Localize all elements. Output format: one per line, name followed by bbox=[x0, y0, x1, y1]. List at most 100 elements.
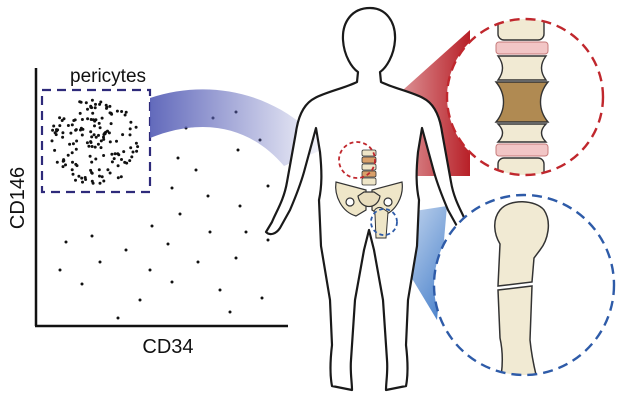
cell-dot bbox=[58, 116, 62, 120]
cell-dot bbox=[116, 164, 120, 168]
cell-dot bbox=[80, 118, 84, 121]
cell-dot bbox=[80, 176, 84, 180]
cell-dot bbox=[108, 140, 112, 144]
cell-dot bbox=[80, 282, 84, 286]
femur-zoom bbox=[432, 193, 616, 377]
cell-dot bbox=[90, 98, 94, 102]
cell-dot bbox=[99, 100, 103, 104]
cell-dot bbox=[62, 117, 66, 121]
cell-dot bbox=[119, 175, 123, 179]
blue-zoom-circle bbox=[432, 193, 616, 377]
cell-dot bbox=[86, 117, 90, 121]
cell-dot bbox=[228, 310, 232, 314]
cell-dot bbox=[71, 160, 74, 164]
cell-dot bbox=[113, 152, 117, 156]
cell-dot bbox=[97, 121, 101, 125]
cell-dot bbox=[90, 234, 94, 238]
cell-dot bbox=[131, 150, 135, 154]
gated-cells bbox=[50, 98, 140, 185]
cell-dot bbox=[50, 139, 54, 143]
cell-dot bbox=[260, 296, 264, 300]
cell-dot bbox=[72, 119, 76, 122]
cell-dot bbox=[79, 100, 83, 104]
cell-dot bbox=[86, 107, 89, 111]
cell-dot bbox=[234, 256, 238, 260]
cell-dot bbox=[53, 131, 57, 135]
cell-dot bbox=[94, 102, 97, 106]
cell-dot bbox=[218, 288, 222, 292]
cell-dot bbox=[124, 110, 128, 114]
cell-dot bbox=[58, 124, 62, 128]
spine-zoom bbox=[445, 17, 605, 177]
cell-dot bbox=[124, 248, 128, 252]
cell-dot bbox=[108, 171, 112, 175]
cell-dot bbox=[170, 280, 174, 284]
cell-dot bbox=[134, 125, 138, 129]
cell-dot bbox=[266, 184, 270, 188]
x-axis-label: CD34 bbox=[142, 336, 193, 358]
cell-dot bbox=[55, 160, 59, 164]
cell-dot bbox=[110, 160, 114, 164]
cell-dot bbox=[244, 230, 248, 234]
cell-dot bbox=[93, 124, 96, 128]
cell-dot bbox=[134, 141, 138, 145]
cell-dot bbox=[238, 204, 242, 208]
cell-dot bbox=[64, 240, 68, 244]
cell-dot bbox=[61, 135, 65, 139]
cell-dot bbox=[112, 157, 116, 161]
cell-dot bbox=[88, 154, 92, 158]
cell-dot bbox=[104, 103, 108, 107]
cell-dot bbox=[116, 176, 120, 180]
cell-dot bbox=[90, 171, 94, 175]
cell-dot bbox=[70, 151, 74, 155]
cell-dot bbox=[125, 161, 129, 165]
cell-dot bbox=[150, 224, 154, 228]
cell-dot bbox=[129, 120, 133, 124]
cell-dot bbox=[62, 158, 66, 162]
cell-dot bbox=[71, 142, 75, 146]
cell-dot bbox=[130, 155, 134, 159]
cell-dot bbox=[92, 133, 96, 137]
cell-dot bbox=[85, 141, 89, 145]
cell-dot bbox=[91, 111, 95, 115]
cell-dot bbox=[81, 180, 84, 184]
cell-dot bbox=[178, 212, 182, 216]
cell-dot bbox=[98, 102, 102, 106]
cell-dot bbox=[108, 104, 112, 108]
cell-dot bbox=[138, 298, 142, 302]
cell-dot bbox=[66, 153, 70, 157]
cell-dot bbox=[110, 152, 114, 156]
cell-dot bbox=[196, 260, 200, 264]
cell-dot bbox=[97, 168, 101, 172]
cell-dot bbox=[102, 135, 105, 139]
cell-dot bbox=[84, 101, 88, 105]
cell-dot bbox=[110, 112, 114, 116]
cell-dot bbox=[206, 194, 210, 198]
cell-dot bbox=[100, 175, 104, 179]
cell-dot bbox=[97, 133, 100, 137]
cell-dot bbox=[120, 158, 123, 161]
cell-dot bbox=[74, 147, 78, 151]
cell-dot bbox=[91, 181, 95, 185]
cell-dot bbox=[53, 148, 57, 152]
cell-dot bbox=[52, 124, 56, 128]
cell-dot bbox=[89, 118, 93, 121]
vertebra-disc-icon bbox=[494, 19, 550, 175]
cell-dot bbox=[74, 178, 77, 182]
femur-head-icon bbox=[494, 201, 550, 287]
cell-dot bbox=[61, 131, 65, 135]
femur-source-circle bbox=[370, 208, 398, 236]
cell-dot bbox=[94, 157, 98, 161]
cell-dot bbox=[128, 127, 132, 131]
cell-dot bbox=[93, 106, 97, 110]
gate-label: pericytes bbox=[70, 66, 146, 87]
cell-dot bbox=[208, 230, 212, 234]
cell-dot bbox=[71, 172, 75, 176]
cell-dot bbox=[128, 159, 132, 163]
cell-dot bbox=[90, 160, 94, 164]
femur-icon bbox=[373, 207, 389, 239]
cell-dot bbox=[99, 146, 103, 150]
cell-dot bbox=[129, 146, 133, 150]
pericyte-gate bbox=[40, 88, 152, 194]
cell-dot bbox=[96, 142, 100, 146]
